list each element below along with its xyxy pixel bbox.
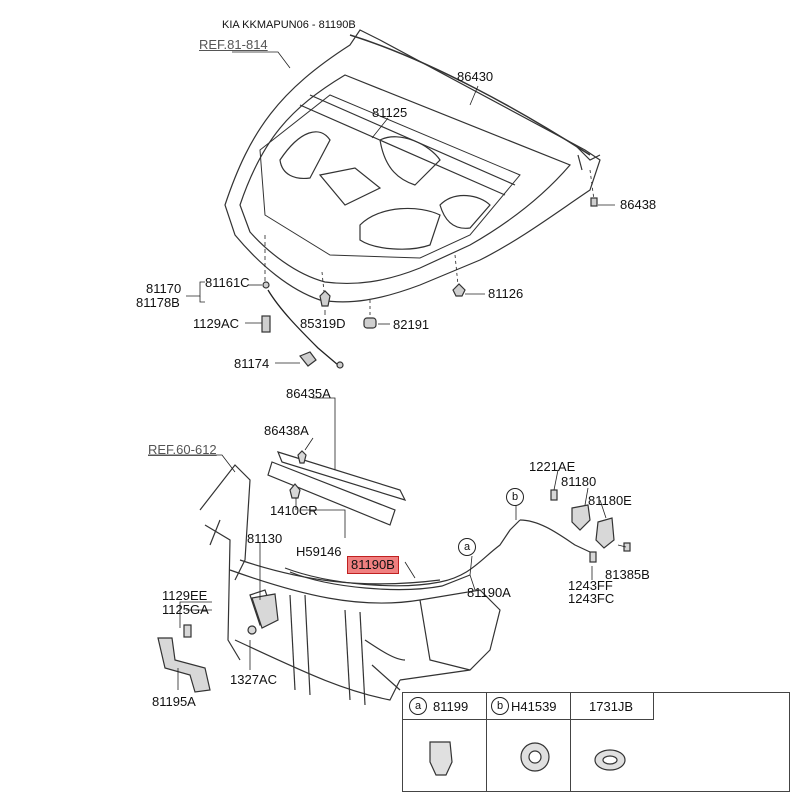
part-label-1125ga[interactable]: 1125GA <box>162 602 209 617</box>
part-label-86435a[interactable]: 86435A <box>286 386 331 401</box>
bolt-1327ac <box>247 625 257 635</box>
bolt-86438 <box>590 197 598 207</box>
callout-a: a <box>458 538 476 556</box>
part-label-86430[interactable]: 86430 <box>457 69 494 84</box>
lock-81130 <box>251 593 279 629</box>
callout-b: b <box>506 488 524 506</box>
part-label-81195a[interactable]: 81195A <box>152 694 196 709</box>
part-label-85319d[interactable]: 85319D <box>300 316 346 331</box>
latch-81180 <box>571 504 591 531</box>
clip-icon <box>429 741 453 776</box>
bumper-82191 <box>363 317 377 329</box>
part-label-81130[interactable]: 81130 <box>247 531 283 546</box>
part-label-81385b[interactable]: 81385B <box>605 567 650 582</box>
part-label-86438[interactable]: 86438 <box>620 197 657 212</box>
part-label-h59146[interactable]: H59146 <box>296 544 342 559</box>
part-label-1129ee[interactable]: 1129EE <box>162 588 208 603</box>
part-label-81125[interactable]: 81125 <box>372 105 408 120</box>
legend-marker-a: a <box>409 697 427 715</box>
part-label-1410cr[interactable]: 1410CR <box>270 503 318 518</box>
bolt-81385b <box>623 542 631 552</box>
legend-code-81199[interactable]: 81199 <box>433 699 469 714</box>
part-label-81126[interactable]: 81126 <box>488 286 524 301</box>
part-label-86438a[interactable]: 86438A <box>264 423 309 438</box>
part-label-1243ff[interactable]: 1243FF <box>568 578 613 593</box>
legend-cell-c: 1731JB <box>571 693 789 791</box>
clip-85319d <box>319 290 331 307</box>
part-label-1221ae[interactable]: 1221AE <box>529 459 576 474</box>
bolt-1243ff <box>589 551 597 563</box>
diagram-title: KIA KKMAPUN06 - 81190B <box>222 19 356 31</box>
legend-code-1731jb[interactable]: 1731JB <box>589 699 634 714</box>
part-label-81174[interactable]: 81174 <box>234 356 270 371</box>
bolt-1221ae <box>550 489 558 501</box>
part-label-81180[interactable]: 81180 <box>561 474 597 489</box>
part-label-81170[interactable]: 81170 <box>146 281 182 296</box>
part-label-81178b[interactable]: 81178B <box>136 295 180 310</box>
latch-81180e <box>595 517 615 549</box>
bumper-81126 <box>452 283 466 297</box>
bracket-81195a <box>157 637 211 693</box>
hood-drawing <box>224 29 601 303</box>
ref-link-hood[interactable]: REF.81-814 <box>199 37 268 52</box>
clip-1410cr <box>289 483 301 499</box>
part-label-82191[interactable]: 82191 <box>393 317 430 332</box>
grommet-81161c <box>262 281 270 289</box>
part-label-81180e[interactable]: 81180E <box>588 493 632 508</box>
legend-table: a 81199 b H41539 1731JB <box>402 692 790 792</box>
bolt-1129ac <box>261 315 271 333</box>
clip-86438a <box>297 450 307 464</box>
legend-code-h41539[interactable]: H41539 <box>511 699 557 714</box>
part-label-1243fc[interactable]: 1243FC <box>568 591 615 606</box>
part-label-81190b-highlighted[interactable]: 81190B <box>347 556 399 574</box>
part-label-1129ac[interactable]: 1129AC <box>193 316 240 331</box>
legend-cell-a: a 81199 <box>403 693 487 791</box>
part-label-81161c[interactable]: 81161C <box>205 275 250 290</box>
part-label-81190a[interactable]: 81190A <box>467 585 511 600</box>
legend-marker-b: b <box>491 697 509 715</box>
legend-cell-b: b H41539 <box>487 693 571 791</box>
bolt-1129ee <box>183 624 192 638</box>
holder-81174 <box>299 351 317 367</box>
ref-link-carrier[interactable]: REF.60-612 <box>148 442 217 457</box>
part-label-1327ac[interactable]: 1327AC <box>230 672 277 687</box>
carrier-drawing <box>199 464 501 706</box>
